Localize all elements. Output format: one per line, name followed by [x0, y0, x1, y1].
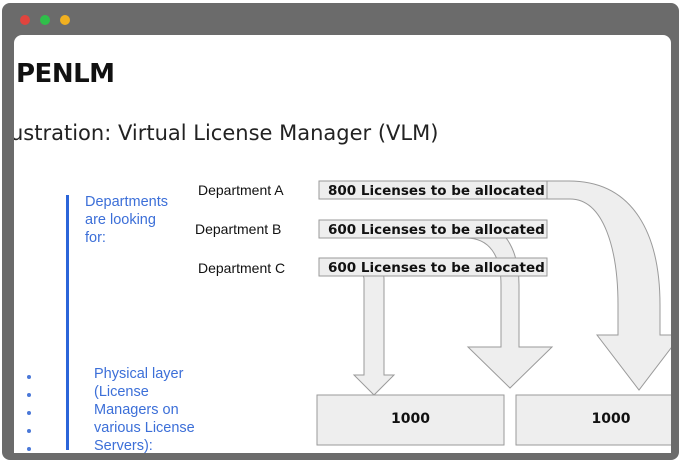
maximize-window-button[interactable] — [60, 15, 70, 25]
department-c-label: Department C — [198, 260, 286, 276]
flow-arrow-a — [319, 180, 671, 391]
window-titlebar — [2, 3, 679, 35]
server-box-1 — [316, 394, 505, 446]
physical-layer-label: Physical layer (License Managers on vari… — [94, 366, 195, 453]
brand-logo-text: PENLM — [16, 59, 115, 89]
allocation-diagram — [316, 180, 671, 446]
department-b-label: Department B — [195, 221, 282, 237]
license-request-c: 600 Licenses to be allocated — [328, 260, 545, 276]
slide-canvas: PENLM ustration: Virtual License Manager… — [14, 35, 671, 453]
minimize-window-button[interactable] — [40, 15, 50, 25]
slide-title: ustration: Virtual License Manager (VLM) — [14, 121, 439, 145]
app-window: PENLM ustration: Virtual License Manager… — [2, 3, 679, 460]
flow-arrow-c — [319, 258, 396, 396]
section-divider-bar — [66, 195, 69, 450]
server-box-2 — [515, 394, 671, 446]
license-request-a: 800 Licenses to be allocated — [328, 183, 545, 199]
license-box-c — [318, 257, 548, 277]
department-a-label: Department A — [198, 182, 284, 198]
server-capacity-2: 1000 — [591, 411, 631, 427]
departments-label: Departments are looking for: — [85, 194, 169, 246]
close-window-button[interactable] — [20, 15, 30, 25]
bullet-dot — [27, 429, 31, 433]
flow-arrow-b — [319, 219, 554, 389]
bullet-dot — [27, 393, 31, 397]
bullet-dot — [27, 447, 31, 451]
license-request-b: 600 Licenses to be allocated — [328, 222, 545, 238]
bullet-dot — [27, 411, 31, 415]
license-box-a — [318, 180, 548, 200]
license-box-b — [318, 219, 548, 239]
bullet-dot — [27, 375, 31, 379]
server-capacity-1: 1000 — [391, 411, 430, 427]
